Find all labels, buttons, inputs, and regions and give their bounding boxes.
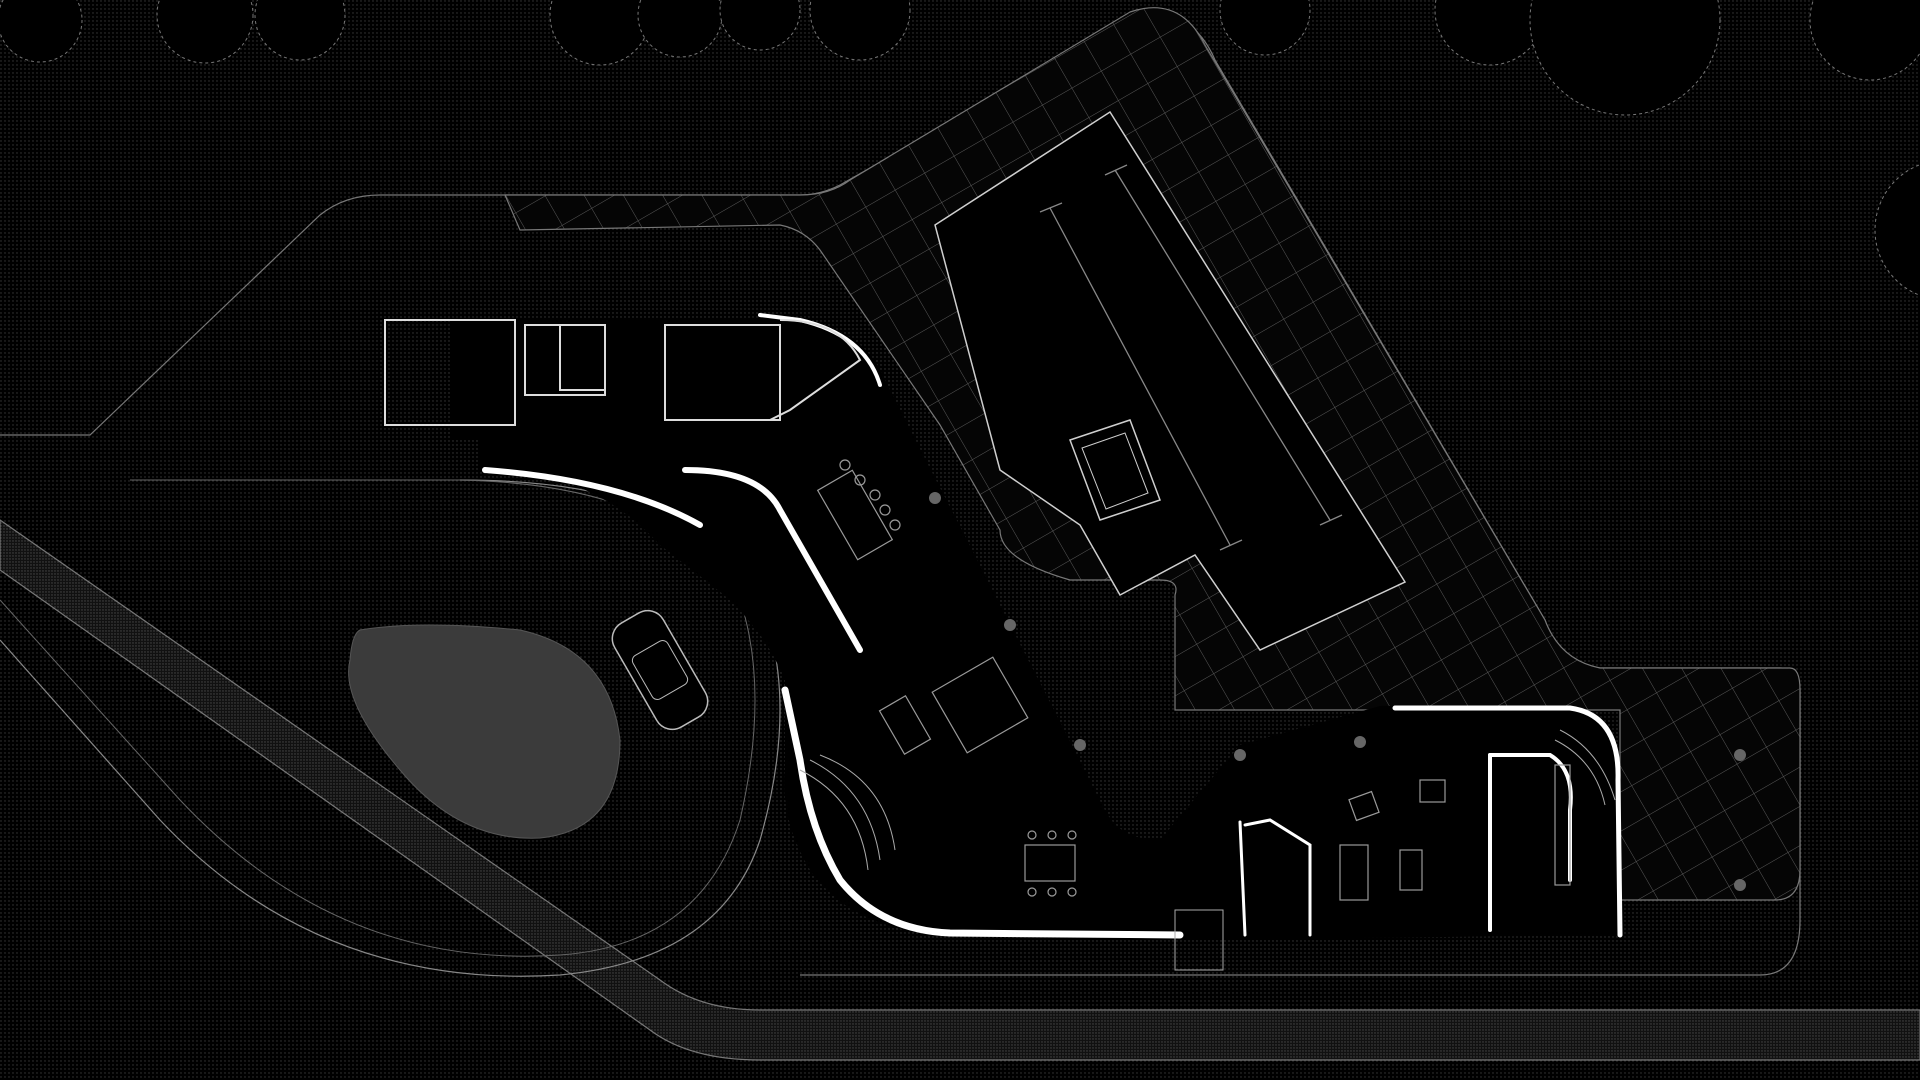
building-footprint bbox=[380, 320, 1620, 940]
furniture bbox=[816, 459, 1571, 901]
tree-canopy-icon bbox=[0, 0, 1920, 296]
car-icon bbox=[611, 609, 709, 731]
pond bbox=[348, 624, 621, 839]
pool bbox=[934, 110, 1407, 651]
entry-steps bbox=[1174, 909, 1224, 971]
north-wing-rooms bbox=[384, 319, 862, 426]
driveway-band bbox=[0, 519, 1920, 1061]
column-icon bbox=[929, 492, 1746, 891]
stair-icon bbox=[799, 729, 1616, 871]
site-boundary bbox=[0, 9, 1801, 976]
